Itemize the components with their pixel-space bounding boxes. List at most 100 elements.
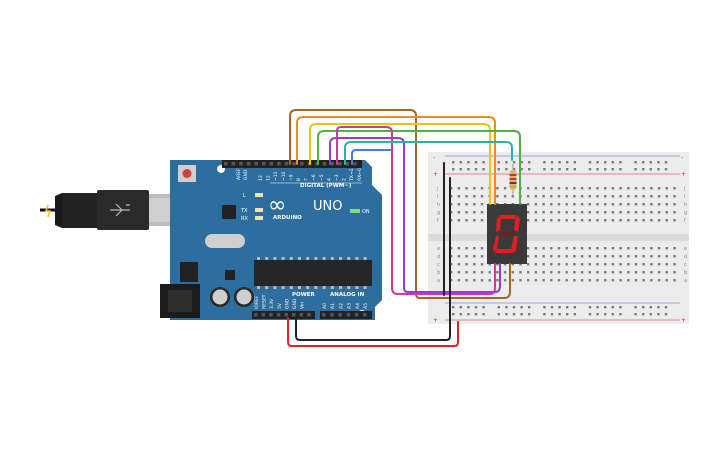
breadboard-hole[interactable] xyxy=(450,279,453,282)
breadboard-hole[interactable] xyxy=(649,313,652,316)
header-pin-hole[interactable] xyxy=(254,313,258,317)
breadboard-hole[interactable] xyxy=(558,168,561,171)
breadboard-hole[interactable] xyxy=(619,195,622,198)
breadboard-hole[interactable] xyxy=(534,219,538,222)
breadboard-hole[interactable] xyxy=(465,255,468,258)
breadboard-hole[interactable] xyxy=(604,247,607,250)
breadboard-hole[interactable] xyxy=(496,263,499,266)
breadboard-hole[interactable] xyxy=(558,313,561,316)
breadboard-hole[interactable] xyxy=(550,203,553,206)
breadboard-hole[interactable] xyxy=(550,247,553,250)
breadboard-hole[interactable] xyxy=(566,168,569,171)
breadboard-hole[interactable] xyxy=(657,219,661,222)
header-pin-hole[interactable] xyxy=(338,162,342,166)
breadboard-hole[interactable] xyxy=(634,211,638,214)
breadboard-hole[interactable] xyxy=(565,203,568,206)
breadboard-hole[interactable] xyxy=(467,306,470,309)
breadboard-hole[interactable] xyxy=(550,263,553,266)
breadboard-hole[interactable] xyxy=(474,306,478,309)
breadboard-hole[interactable] xyxy=(474,313,478,316)
breadboard-hole[interactable] xyxy=(611,271,615,274)
breadboard-hole[interactable] xyxy=(619,211,622,214)
breadboard-hole[interactable] xyxy=(457,219,461,222)
breadboard-hole[interactable] xyxy=(512,161,516,164)
breadboard-hole[interactable] xyxy=(457,203,461,206)
breadboard-hole[interactable] xyxy=(588,187,591,190)
breadboard-hole[interactable] xyxy=(566,306,569,309)
breadboard-hole[interactable] xyxy=(596,187,599,190)
breadboard-hole[interactable] xyxy=(557,247,561,250)
header-pin-hole[interactable] xyxy=(262,162,266,166)
breadboard-hole[interactable] xyxy=(497,313,500,316)
breadboard-hole[interactable] xyxy=(488,263,491,266)
breadboard-hole[interactable] xyxy=(596,313,599,316)
breadboard-hole[interactable] xyxy=(642,187,645,190)
breadboard-hole[interactable] xyxy=(565,271,568,274)
breadboard-hole[interactable] xyxy=(665,255,668,258)
breadboard-hole[interactable] xyxy=(450,187,453,190)
breadboard-hole[interactable] xyxy=(534,279,538,282)
breadboard-hole[interactable] xyxy=(657,211,661,214)
breadboard-hole[interactable] xyxy=(596,203,599,206)
breadboard-hole[interactable] xyxy=(527,255,530,258)
breadboard-hole[interactable] xyxy=(619,168,622,171)
breadboard-hole[interactable] xyxy=(573,313,576,316)
breadboard-hole[interactable] xyxy=(511,263,514,266)
breadboard-hole[interactable] xyxy=(542,219,545,222)
header-pin-hole[interactable] xyxy=(330,162,334,166)
breadboard-hole[interactable] xyxy=(557,263,561,266)
breadboard-hole[interactable] xyxy=(482,306,485,309)
breadboard-hole[interactable] xyxy=(534,211,538,214)
breadboard-hole[interactable] xyxy=(588,168,592,171)
breadboard-hole[interactable] xyxy=(457,247,461,250)
breadboard-hole[interactable] xyxy=(557,279,561,282)
breadboard-hole[interactable] xyxy=(573,203,576,206)
breadboard-hole[interactable] xyxy=(588,279,591,282)
breadboard-hole[interactable] xyxy=(604,161,607,164)
breadboard-hole[interactable] xyxy=(519,263,522,266)
breadboard-hole[interactable] xyxy=(596,271,599,274)
breadboard-hole[interactable] xyxy=(527,271,530,274)
breadboard-hole[interactable] xyxy=(657,313,660,316)
breadboard-hole[interactable] xyxy=(588,271,591,274)
breadboard-hole[interactable] xyxy=(573,247,576,250)
header-pin-hole[interactable] xyxy=(322,162,327,166)
breadboard-hole[interactable] xyxy=(634,263,638,266)
breadboard-hole[interactable] xyxy=(573,187,576,190)
breadboard-hole[interactable] xyxy=(588,161,592,164)
breadboard-hole[interactable] xyxy=(474,168,478,171)
breadboard-hole[interactable] xyxy=(650,255,653,258)
breadboard-hole[interactable] xyxy=(604,313,607,316)
breadboard-hole[interactable] xyxy=(482,168,485,171)
breadboard-hole[interactable] xyxy=(565,247,568,250)
breadboard-hole[interactable] xyxy=(473,195,476,198)
breadboard-hole[interactable] xyxy=(527,211,530,214)
header-pin-hole[interactable] xyxy=(338,313,342,317)
breadboard-hole[interactable] xyxy=(665,263,668,266)
breadboard-hole[interactable] xyxy=(580,203,584,206)
breadboard-hole[interactable] xyxy=(611,203,615,206)
breadboard-hole[interactable] xyxy=(657,306,660,309)
breadboard-hole[interactable] xyxy=(627,271,630,274)
breadboard-hole[interactable] xyxy=(550,211,553,214)
breadboard-hole[interactable] xyxy=(573,195,576,198)
breadboard-hole[interactable] xyxy=(473,203,476,206)
breadboard-hole[interactable] xyxy=(542,187,545,190)
breadboard-hole[interactable] xyxy=(596,306,599,309)
breadboard-hole[interactable] xyxy=(534,195,538,198)
breadboard-hole[interactable] xyxy=(665,279,668,282)
breadboard-hole[interactable] xyxy=(627,187,630,190)
breadboard-hole[interactable] xyxy=(482,161,485,164)
breadboard-hole[interactable] xyxy=(565,263,568,266)
breadboard-hole[interactable] xyxy=(550,161,554,164)
breadboard-hole[interactable] xyxy=(642,168,645,171)
header-pin-hole[interactable] xyxy=(239,162,243,166)
breadboard-hole[interactable] xyxy=(657,263,661,266)
header-pin-hole[interactable] xyxy=(269,162,274,166)
breadboard-hole[interactable] xyxy=(627,195,630,198)
breadboard-hole[interactable] xyxy=(665,219,668,222)
breadboard-hole[interactable] xyxy=(457,279,461,282)
breadboard-hole[interactable] xyxy=(634,161,637,164)
breadboard-hole[interactable] xyxy=(459,313,462,316)
breadboard-hole[interactable] xyxy=(596,161,599,164)
